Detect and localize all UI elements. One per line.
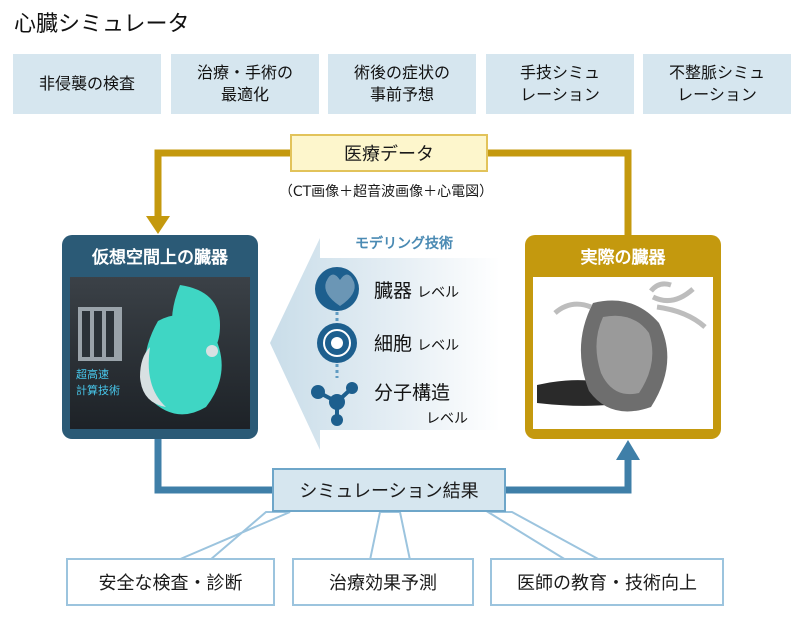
cell-level-icon — [317, 323, 357, 363]
cell-level-suffix: レベル — [417, 338, 460, 354]
blue-connector-right — [506, 458, 632, 494]
real-heart-image — [533, 277, 713, 429]
top-box-postop: 術後の症状の 事前予想 — [328, 54, 476, 114]
super-computing-label-2: 計算技術 — [76, 384, 120, 397]
modeling-title: モデリング技術 — [355, 236, 453, 252]
gold-connector-left — [154, 149, 290, 218]
medical-data-sources: （CT画像＋超音波画像＋心電図） — [278, 184, 494, 200]
virtual-organ-title: 仮想空間上の臓器 — [92, 248, 228, 268]
cell-level-label: 細胞 レベル — [374, 329, 459, 356]
organ-level-name: 臓器 — [374, 280, 413, 302]
top-box-arrhythmia-sim: 不整脈シミュ レーション — [643, 54, 791, 114]
blue-arrowhead — [616, 440, 640, 460]
real-organ-title: 実際の臓器 — [580, 248, 666, 268]
pointer-middle — [368, 511, 412, 561]
top-box-procedure-sim: 手技シミュ レーション — [486, 54, 634, 114]
top-box-noninvasive: 非侵襲の検査 — [13, 54, 161, 114]
organ-level-icon — [315, 267, 359, 311]
real-heart-graphic — [537, 281, 707, 412]
page-title: 心臓シミュレータ — [14, 12, 190, 37]
outcome-education: 医師の教育・技術向上 — [490, 558, 724, 606]
gold-arrowhead — [146, 216, 170, 234]
molecule-level-name: 分子構造 — [374, 378, 450, 405]
simulation-result-box: シミュレーション結果 — [272, 468, 506, 512]
outcome-treatment-effect: 治療効果予測 — [292, 558, 474, 606]
pointer-left — [177, 511, 291, 561]
super-computing-label-1: 超高速 — [76, 368, 109, 381]
organ-level-suffix: レベル — [417, 285, 460, 301]
molecule-level-icon — [311, 382, 358, 426]
blue-connector-left — [154, 439, 272, 494]
medical-data-box: 医療データ — [290, 134, 488, 172]
molecule-level-text: 分子構造 — [374, 382, 451, 404]
top-box-treatment: 治療・手術の 最適化 — [171, 54, 319, 114]
cell-level-name: 細胞 — [374, 333, 413, 355]
pointer-right — [484, 511, 601, 561]
molecule-level-suffix: レベル — [426, 411, 468, 427]
virtual-heart-image: 超高速 計算技術 — [70, 277, 250, 429]
virtual-heart-graphic — [78, 285, 222, 415]
gold-connector — [488, 149, 632, 235]
outcome-diagnosis: 安全な検査・診断 — [66, 558, 275, 606]
organ-level-label: 臓器 レベル — [374, 276, 459, 303]
